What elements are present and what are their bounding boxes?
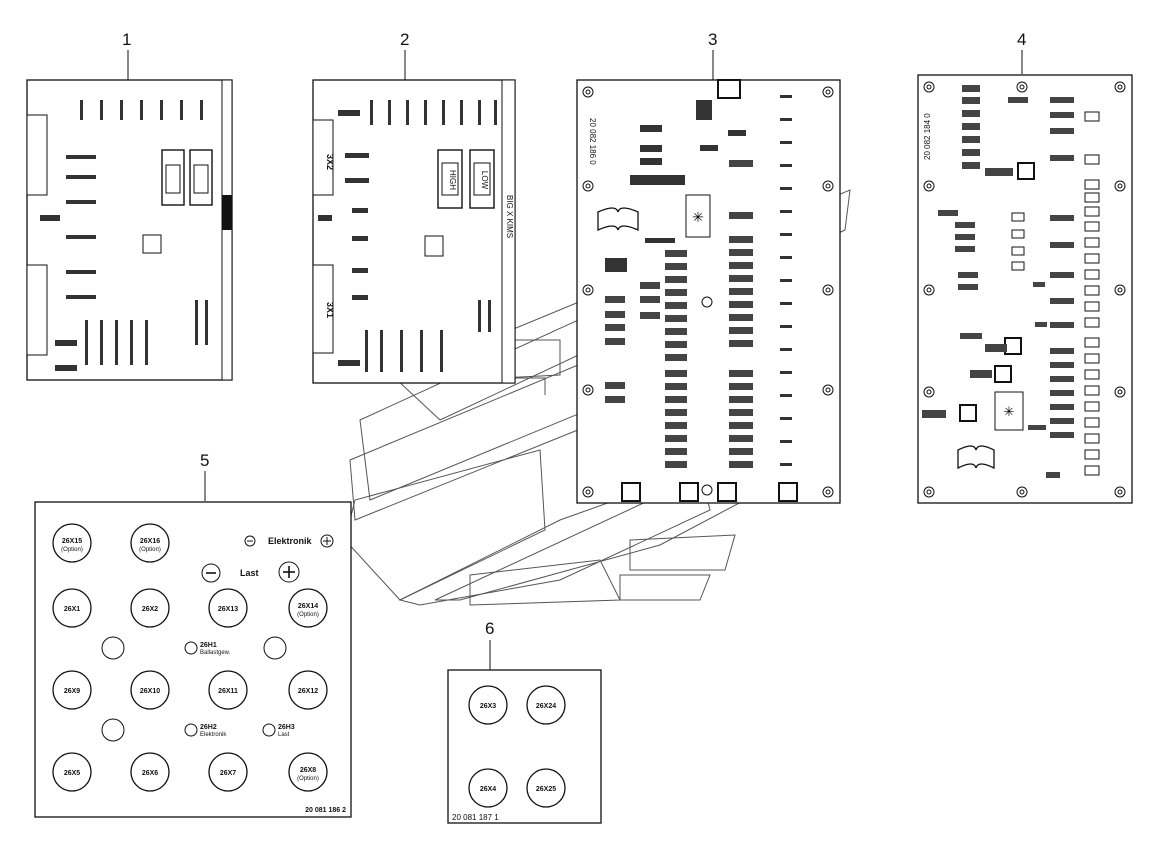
callout-6: 6	[485, 619, 494, 638]
led-26h1-sub: Ballastgew.	[200, 650, 231, 656]
connector-26x8: 26X8 (Option)	[288, 752, 328, 792]
connector-26x9-label: 26X9	[64, 688, 80, 695]
panel-5-connectors: 26X15 (Option) 26X16 (Option) 26X1 26X2 26X13 2…	[52, 523, 328, 792]
connector-26x16-label: 26X16	[140, 538, 160, 545]
connector-26x15: 26X15 (Option)	[52, 523, 92, 563]
connector-26x15-sub: (Option)	[61, 547, 83, 553]
board-3-rotary-switch: ✳	[692, 209, 704, 225]
callout-2: 2	[400, 30, 409, 49]
connector-26x16: 26X16 (Option)	[130, 523, 170, 563]
board-1	[26, 79, 233, 381]
connector-26x14-label: 26X14	[298, 603, 318, 610]
callouts: 1 2 3 4 5 6	[122, 30, 1026, 670]
connector-26x12-label: 26X12	[298, 688, 318, 695]
connector-26x15-label: 26X15	[62, 538, 82, 545]
connector-26x24-label: 26X24	[536, 703, 556, 710]
connector-26x13-label: 26X13	[218, 606, 238, 613]
connector-26x2-label: 26X2	[142, 606, 158, 613]
connector-26x7: 26X7	[208, 752, 248, 792]
connector-26x7-label: 26X7	[220, 770, 236, 777]
connector-26x13: 26X13	[208, 588, 248, 628]
board-2-side-text: BIG X KIMS	[505, 195, 514, 238]
connector-3x1-label: 3X1	[325, 302, 335, 318]
last-label: Last	[240, 568, 259, 578]
callout-1: 1	[122, 30, 131, 49]
panel-6: 26X3 26X24 26X4 26X25 20 081 187 1	[447, 669, 602, 824]
led-26h3	[262, 723, 276, 737]
led-26h3-sub: Last	[278, 732, 290, 738]
connector-3x2-label: 3X2	[325, 154, 335, 170]
panel-5-part-number: 20 081 186 2	[305, 807, 346, 814]
board-2: 3X2 3X1 LOW HIGH BIG X KIMS	[312, 79, 516, 384]
connector-26x24: 26X24	[526, 685, 566, 725]
connector-26x5: 26X5	[52, 752, 92, 792]
connector-26x4: 26X4	[468, 768, 508, 808]
fuse-high-label: HIGH	[448, 170, 457, 190]
board-4-rotary-switch: ✳	[1004, 404, 1015, 419]
connector-26x1-label: 26X1	[64, 606, 80, 613]
connector-26x1: 26X1	[52, 588, 92, 628]
panel-6-part-number: 20 081 187 1	[452, 813, 499, 822]
connector-26x6: 26X6	[130, 752, 170, 792]
connector-26x10-label: 26X10	[140, 688, 160, 695]
connector-26x11-label: 26X11	[218, 688, 238, 695]
led-26h3-label: 26H3	[278, 724, 295, 731]
board-4-part-number: 20 082 184 0	[923, 113, 932, 160]
connector-26x4-label: 26X4	[480, 786, 496, 793]
connector-26x12: 26X12	[288, 670, 328, 710]
board-3: 20 082 186 0 ✳	[576, 79, 841, 504]
connector-26x6-label: 26X6	[142, 770, 158, 777]
connector-26x2: 26X2	[130, 588, 170, 628]
connector-26x8-sub: (Option)	[297, 776, 319, 782]
fuse-low-label: LOW	[480, 171, 489, 190]
connector-26x8-label: 26X8	[300, 767, 316, 774]
connector-26x14-sub: (Option)	[297, 612, 319, 618]
panel-5: 26X15 (Option) 26X16 (Option) 26X1 26X2 26X13 2…	[34, 501, 352, 818]
manual-book-icon	[597, 207, 639, 231]
connector-26x25: 26X25	[526, 768, 566, 808]
led-26h1	[184, 641, 198, 655]
callout-4: 4	[1017, 30, 1026, 49]
led-26h2-label: 26H2	[200, 724, 217, 731]
led-26h1-label: 26H1	[200, 642, 217, 649]
led-26h2-sub: Elektronik	[200, 732, 227, 738]
connector-26x3: 26X3	[468, 685, 508, 725]
callout-5: 5	[200, 451, 209, 470]
led-26h2	[184, 723, 198, 737]
elektronik-label: Elektronik	[268, 536, 313, 546]
connector-26x3-label: 26X3	[480, 703, 496, 710]
connector-26x9: 26X9	[52, 670, 92, 710]
connector-26x5-label: 26X5	[64, 770, 80, 777]
connector-26x25-label: 26X25	[536, 786, 556, 793]
connector-26x14: 26X14 (Option)	[288, 588, 328, 628]
callout-3: 3	[708, 30, 717, 49]
connector-26x16-sub: (Option)	[139, 547, 161, 553]
connector-26x11: 26X11	[208, 670, 248, 710]
panel-6-connectors: 26X3 26X24 26X4 26X25	[468, 685, 566, 808]
manual-book-icon-2	[957, 445, 995, 470]
board-3-part-number: 20 082 186 0	[588, 118, 597, 165]
connector-26x10: 26X10	[130, 670, 170, 710]
board-4: 20 082 184 0 ✳	[917, 74, 1133, 504]
